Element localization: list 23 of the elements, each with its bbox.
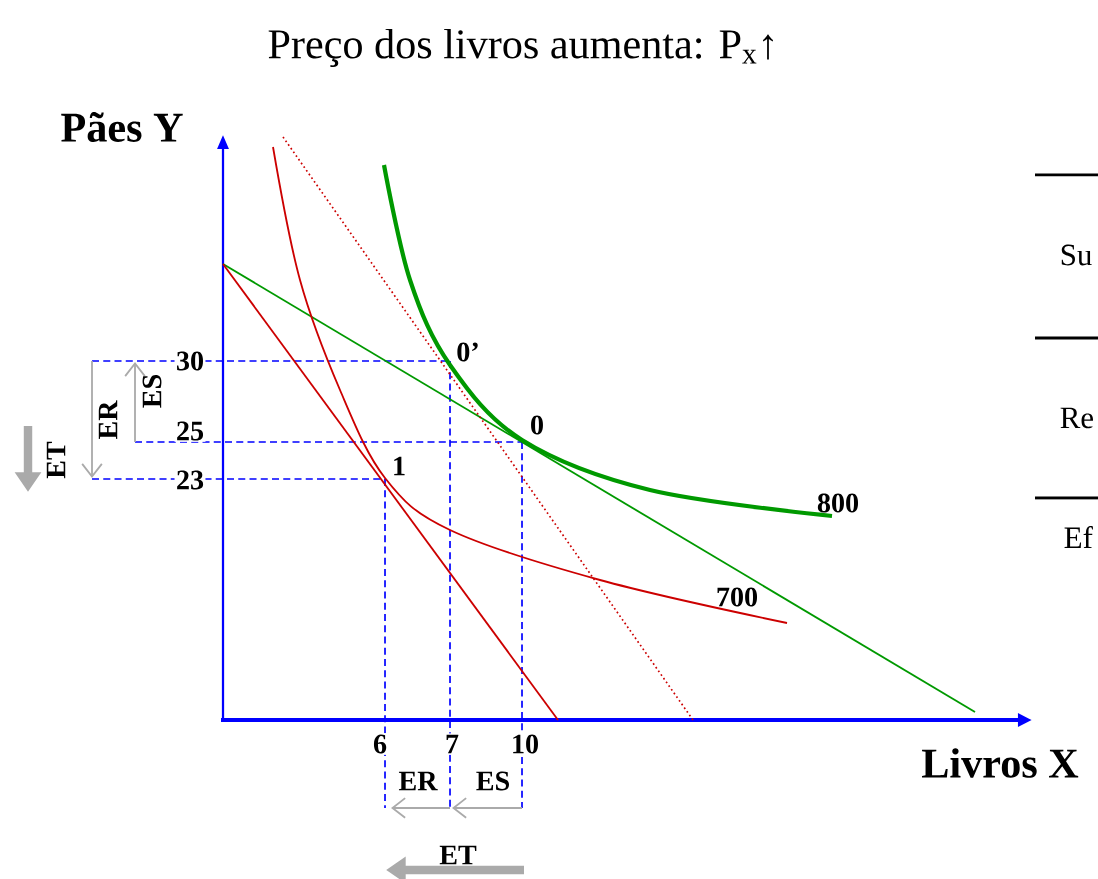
tick-label: 6 [371,733,389,755]
tick-label: 10 [509,733,541,755]
point-label: 0’ [457,342,478,362]
chart-title: Preço dos livros aumenta: P$_{x}$↑ [268,28,773,68]
axis-label: Pães Y [61,112,183,142]
point-label: 1 [394,456,405,476]
tick-label: 30 [174,350,206,372]
curve-label: 800 [817,493,859,513]
tick-label: 7 [443,733,461,755]
tick-label: 23 [174,469,206,491]
curve-label: 700 [717,587,758,607]
table-text: Ef [1064,526,1093,548]
effect-label: ES [476,771,509,791]
effect-label: ES [142,375,162,408]
effect-label: ET [439,845,477,865]
tick-label: 25 [174,420,206,442]
table-text: Su [1061,244,1092,266]
axis-label: Livros X [922,748,1079,778]
effect-label: ER [98,400,118,440]
point-label: 0 [531,415,543,435]
effect-label: ET [46,441,66,479]
effect-label: ER [398,771,438,791]
table-text: Re [1060,407,1093,429]
